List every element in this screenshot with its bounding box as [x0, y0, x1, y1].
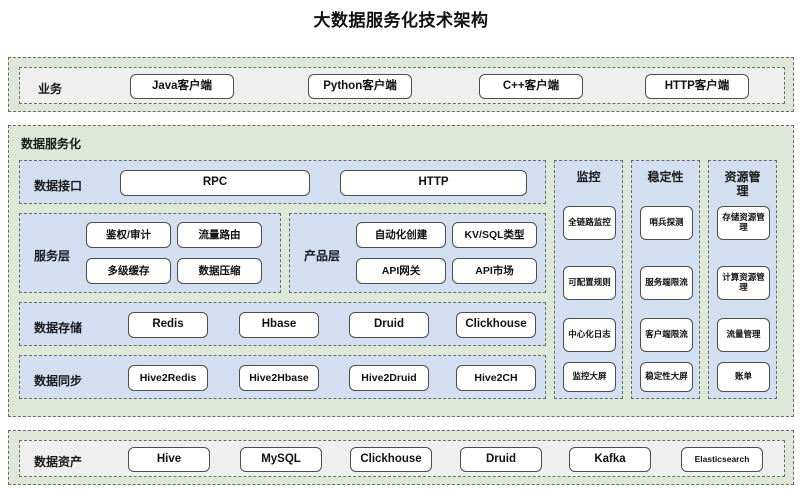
service-tier-node-multilevel-cache[interactable]: 多级缓存	[86, 258, 171, 284]
stability-panel: 稳定性 哨兵探测 服务端限流 客户端限流 稳定性大屏	[631, 160, 700, 399]
business-layer-label: 业务	[38, 82, 63, 96]
stability-node-stability-dashboard[interactable]: 稳定性大屏	[640, 362, 693, 392]
data-storage-node-hbase[interactable]: Hbase	[239, 312, 319, 338]
product-tier-node-auto-create[interactable]: 自动化创建	[356, 222, 446, 248]
monitoring-node-full-link-monitoring[interactable]: 全链路监控	[563, 206, 616, 240]
data-assets-node-mysql[interactable]: MySQL	[240, 447, 322, 472]
service-tier-node-traffic-routing[interactable]: 流量路由	[177, 222, 262, 248]
data-storage-node-druid[interactable]: Druid	[349, 312, 429, 338]
stability-title: 稳定性	[647, 170, 684, 184]
business-node-python[interactable]: Python客户端	[308, 74, 412, 99]
data-assets-band: 数据资产 Hive MySQL Clickhouse Druid Kafka E…	[8, 430, 794, 485]
product-tier-node-api-marketplace[interactable]: API市场	[452, 258, 537, 284]
data-sync-node-hive2hbase[interactable]: Hive2Hbase	[239, 365, 319, 391]
data-interface-node-http[interactable]: HTTP	[340, 170, 527, 196]
data-assets-node-clickhouse[interactable]: Clickhouse	[350, 447, 432, 472]
resource-management-node-billing[interactable]: 账单	[717, 362, 770, 392]
data-storage-node-redis[interactable]: Redis	[128, 312, 208, 338]
data-interface-node-rpc[interactable]: RPC	[120, 170, 310, 196]
data-sync-label: 数据同步	[34, 374, 83, 388]
monitoring-node-centralized-logs[interactable]: 中心化日志	[563, 318, 616, 352]
resource-management-node-storage-resource[interactable]: 存储资源管理	[717, 206, 770, 240]
data-sync-node-hive2redis[interactable]: Hive2Redis	[128, 365, 208, 391]
data-assets-node-kafka[interactable]: Kafka	[569, 447, 651, 472]
data-interface-panel: 数据接口 RPC HTTP	[19, 160, 546, 204]
stability-node-server-rate-limit[interactable]: 服务端限流	[640, 266, 693, 300]
data-sync-node-hive2ch[interactable]: Hive2CH	[456, 365, 536, 391]
resource-management-node-compute-resource[interactable]: 计算资源管理	[717, 266, 770, 300]
data-sync-node-hive2druid[interactable]: Hive2Druid	[349, 365, 429, 391]
resource-management-panel: 资源管理 存储资源管理 计算资源管理 流量管理 账单	[708, 160, 777, 399]
monitoring-node-configurable-rules[interactable]: 可配置规则	[563, 266, 616, 300]
business-node-cpp[interactable]: C++客户端	[479, 74, 583, 99]
data-service-band: 数据服务化 数据接口 RPC HTTP 服务层 鉴权/审计 流量路由 多级缓存 …	[8, 125, 794, 417]
data-storage-label: 数据存储	[34, 321, 83, 335]
service-tier-node-auth-audit[interactable]: 鉴权/审计	[86, 222, 171, 248]
data-sync-panel: 数据同步 Hive2Redis Hive2Hbase Hive2Druid Hi…	[19, 355, 546, 399]
data-storage-node-clickhouse[interactable]: Clickhouse	[456, 312, 536, 338]
data-service-title: 数据服务化	[21, 137, 82, 151]
service-tier-node-data-compression[interactable]: 数据压缩	[177, 258, 262, 284]
data-assets-node-elasticsearch[interactable]: Elasticsearch	[681, 447, 763, 472]
data-assets-panel: 数据资产 Hive MySQL Clickhouse Druid Kafka E…	[19, 440, 785, 477]
business-panel: 业务 Java客户端 Python客户端 C++客户端 HTTP客户端	[19, 67, 785, 104]
data-assets-node-druid[interactable]: Druid	[460, 447, 542, 472]
business-band: 业务 Java客户端 Python客户端 C++客户端 HTTP客户端	[8, 57, 794, 112]
service-tier-label: 服务层	[34, 249, 71, 263]
data-assets-label: 数据资产	[34, 455, 83, 469]
product-tier-node-api-gateway[interactable]: API网关	[356, 258, 446, 284]
product-tier-panel: 产品层 自动化创建 KV/SQL类型 API网关 API市场	[289, 213, 546, 293]
product-tier-node-kv-sql-type[interactable]: KV/SQL类型	[452, 222, 537, 248]
stability-node-client-rate-limit[interactable]: 客户端限流	[640, 318, 693, 352]
business-node-http[interactable]: HTTP客户端	[645, 74, 749, 99]
business-node-java[interactable]: Java客户端	[130, 74, 234, 99]
monitoring-title: 监控	[576, 170, 601, 184]
data-assets-node-hive[interactable]: Hive	[128, 447, 210, 472]
monitoring-node-monitoring-dashboard[interactable]: 监控大屏	[563, 362, 616, 392]
data-storage-panel: 数据存储 Redis Hbase Druid Clickhouse	[19, 302, 546, 346]
product-tier-label: 产品层	[304, 249, 341, 263]
stability-node-sentinel-probe[interactable]: 哨兵探测	[640, 206, 693, 240]
resource-management-title: 资源管理	[724, 170, 761, 199]
data-interface-label: 数据接口	[34, 179, 83, 193]
monitoring-panel: 监控 全链路监控 可配置规则 中心化日志 监控大屏	[554, 160, 623, 399]
resource-management-node-traffic-management[interactable]: 流量管理	[717, 318, 770, 352]
page-title: 大数据服务化技术架构	[313, 11, 489, 30]
service-tier-panel: 服务层 鉴权/审计 流量路由 多级缓存 数据压缩	[19, 213, 281, 293]
